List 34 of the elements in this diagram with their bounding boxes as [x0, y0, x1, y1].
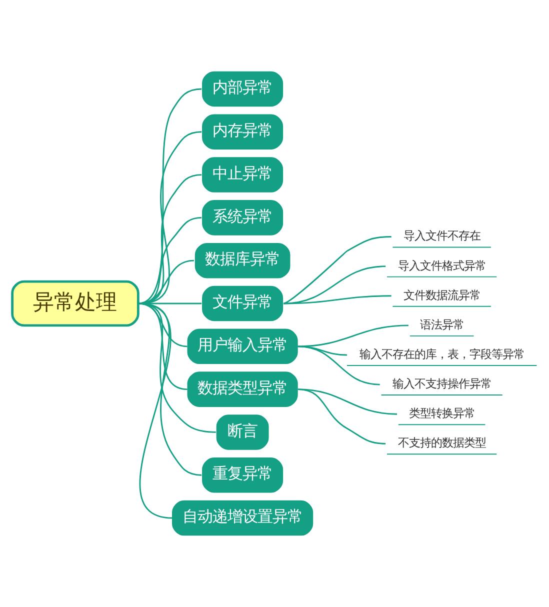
node-box: 文件异常	[202, 286, 284, 322]
connector	[138, 174, 202, 304]
node-box: 内存异常	[202, 114, 284, 150]
node-box: 异常处理	[11, 280, 140, 327]
connector	[138, 88, 202, 304]
node-text: 语法异常	[420, 317, 464, 332]
node-box: 数据类型异常	[187, 372, 298, 407]
node-box: 内部异常	[202, 71, 284, 107]
connector	[138, 131, 202, 304]
node-text: 文件数据流异常	[403, 288, 480, 302]
connector	[298, 324, 408, 348]
connector	[284, 266, 386, 304]
node-text: 导入文件格式异常	[398, 258, 486, 272]
node-box: 中止异常	[202, 157, 284, 192]
connector	[298, 346, 380, 386]
node-text: 输入不支持操作异常	[392, 376, 492, 390]
node-box: 系统异常	[202, 200, 284, 236]
connector	[298, 388, 398, 415]
node-text: 导入文件不存在	[403, 228, 480, 243]
connector	[138, 260, 194, 304]
connector	[283, 236, 392, 304]
connector	[138, 302, 173, 519]
node-box: 用户输入异常	[187, 328, 298, 364]
node-box: 数据库异常	[194, 242, 290, 278]
node-box: 重复异常	[202, 457, 284, 493]
connector	[138, 302, 216, 433]
node-text: 不支持的数据类型	[398, 436, 486, 450]
node-text: 类型转换异常	[408, 406, 475, 420]
connector	[284, 295, 392, 304]
node-box: 断言	[216, 414, 269, 450]
node-box: 自动递增设置异常	[172, 500, 314, 536]
node-text: 输入不存在的库，表，字段等异常	[359, 346, 524, 361]
connector	[298, 388, 386, 444]
connector	[138, 216, 202, 304]
